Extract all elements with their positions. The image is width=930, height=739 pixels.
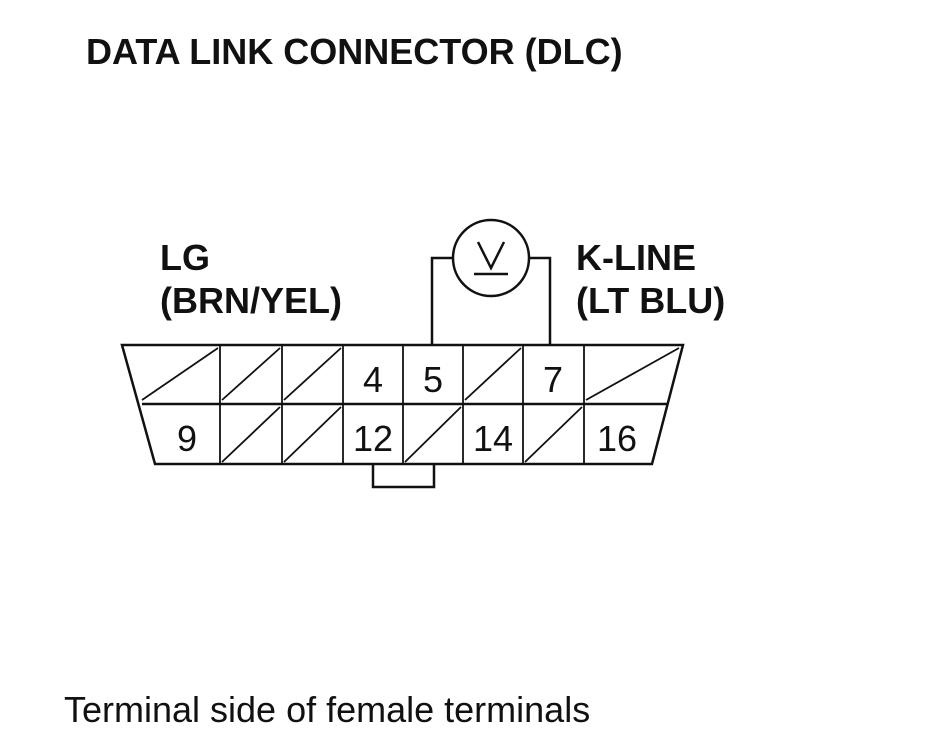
pin-16: 16 — [597, 418, 637, 459]
diagram-title: DATA LINK CONNECTOR (DLC) — [86, 31, 623, 72]
left-label-line2: (BRN/YEL) — [160, 280, 342, 321]
pin-7: 7 — [543, 359, 563, 400]
voltmeter-icon — [430, 218, 552, 345]
voltmeter-lead-right — [530, 256, 552, 345]
left-label-line1: LG — [160, 237, 210, 278]
connector-outline — [120, 343, 685, 466]
right-label-line2: (LT BLU) — [576, 280, 725, 321]
dlc-connector-icon: 4 5 7 9 12 14 16 — [120, 343, 685, 489]
pin-14: 14 — [473, 418, 513, 459]
empty-cavity-mark — [141, 347, 219, 401]
empty-cavity-mark — [221, 406, 281, 463]
diagram-caption: Terminal side of female terminals — [64, 689, 590, 730]
empty-cavity-mark — [221, 347, 281, 401]
empty-cavity-mark — [524, 406, 583, 463]
empty-cavity-mark — [464, 347, 522, 401]
voltmeter-circle — [451, 218, 531, 298]
pin-4: 4 — [363, 359, 383, 400]
empty-cavity-mark — [283, 347, 342, 401]
pin-5: 5 — [423, 359, 443, 400]
empty-cavity-mark — [283, 406, 342, 463]
right-label-line1: K-LINE — [576, 237, 696, 278]
voltmeter-lead-left — [430, 256, 452, 345]
empty-cavity-mark — [404, 406, 462, 463]
pin-12: 12 — [353, 418, 393, 459]
connector-lock-tab — [371, 464, 436, 489]
voltmeter-symbol — [476, 241, 506, 271]
pin-9: 9 — [177, 418, 197, 459]
empty-cavity-mark — [585, 347, 680, 401]
